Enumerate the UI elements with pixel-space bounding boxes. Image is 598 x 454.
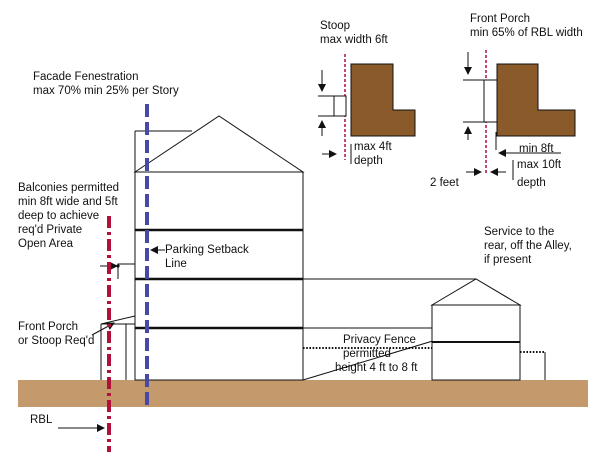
balconies-line-1: Balconies permitted	[18, 182, 119, 194]
balconies-label: Balconies permitted min 8ft wide and 5ft…	[18, 181, 119, 251]
rbl-label: RBL	[30, 414, 53, 426]
stoop-title: Stoop	[320, 20, 351, 32]
front-porch-required-line-2: or Stoop Req'd	[18, 335, 95, 347]
privacy-fence-label: Privacy Fence permitted height 4 ft to 8…	[335, 333, 417, 375]
balconies-line-3: deep to achieve	[18, 210, 100, 222]
stoop-depth-block: max 4ft depth	[354, 140, 392, 168]
facade-fenestration-line-2: max 70% min 25% per Story	[33, 85, 179, 97]
stoop-detail	[318, 54, 416, 164]
facade-fenestration-label: Facade Fenestration max 70% min 25% per …	[33, 70, 179, 98]
front-porch-required-label: Front Porch or Stoop Req'd	[18, 320, 94, 348]
parking-setback-line-2: Line	[165, 258, 187, 270]
balconies-line-5: Open Area	[18, 238, 73, 250]
stoop-step	[333, 95, 347, 117]
porch-detail	[463, 50, 576, 180]
front-porch	[100, 315, 136, 380]
service-label: Service to the rear, off the Alley, if p…	[484, 225, 572, 267]
porch-depth-max: max 10ft	[517, 159, 562, 171]
porch-box	[483, 79, 498, 123]
parking-setback-line-1: Parking Setback	[165, 244, 249, 256]
service-line-2: rear, off the Alley,	[484, 240, 572, 252]
porch-depth-block: max 10ft depth	[517, 158, 561, 190]
balconies-line-4: req'd Private	[18, 224, 83, 236]
privacy-fence-line-2: permitted	[343, 348, 391, 360]
stoop-depth-label: depth	[354, 155, 383, 167]
porch-title-block: Front Porch min 65% of RBL width	[470, 12, 583, 40]
front-porch-required-line-1: Front Porch	[18, 321, 79, 333]
balconies-line-2: min 8ft wide and 5ft	[18, 196, 118, 208]
service-line-3: if present	[484, 254, 532, 266]
main-building	[133, 115, 305, 381]
porch-depth-label: depth	[517, 177, 546, 189]
stoop-width-rule: max width 6ft	[320, 34, 388, 46]
porch-depth-min: min 8ft	[519, 143, 554, 155]
porch-offset-label: 2 feet	[430, 177, 459, 189]
service-line-1: Service to the	[484, 226, 555, 238]
balcony-projection	[117, 263, 135, 279]
ground-strip	[18, 380, 588, 407]
privacy-fence-line-1: Privacy Fence	[343, 334, 416, 346]
parking-setback-label: Parking Setback Line	[165, 243, 249, 271]
stoop-depth-value: max 4ft	[354, 141, 392, 153]
facade-fenestration-line-1: Facade Fenestration	[33, 71, 139, 83]
accessory-building	[430, 278, 522, 381]
porch-title: Front Porch	[470, 13, 531, 25]
stoop-title-block: Stoop max width 6ft	[320, 19, 388, 47]
privacy-fence-line-3: height 4 ft to 8 ft	[335, 362, 418, 374]
porch-width-rule: min 65% of RBL width	[470, 27, 583, 39]
